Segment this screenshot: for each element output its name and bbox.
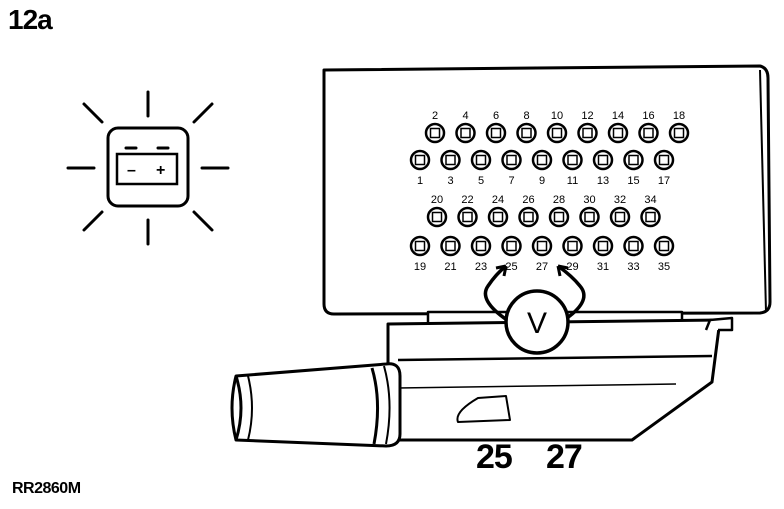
pin-label: 34 — [644, 194, 656, 206]
connector-pin: 25 — [501, 235, 522, 273]
connector-pin: 29 — [562, 235, 583, 273]
connector-pin: 1 — [409, 149, 431, 187]
connector-pin: 7 — [501, 149, 522, 187]
pin-label: 31 — [597, 261, 609, 273]
pin-label: 1 — [417, 175, 423, 187]
pin-label: 17 — [658, 175, 670, 187]
pin-label: 26 — [522, 194, 534, 206]
connector-pin: 26 — [518, 194, 539, 228]
connector-pin: 9 — [531, 149, 553, 187]
pin-label: 9 — [539, 175, 545, 187]
voltmeter-dial — [504, 289, 570, 355]
connector-pin: 31 — [592, 235, 614, 273]
connector-pin: 2 — [424, 110, 446, 144]
callout-pin-27: 27 — [546, 438, 583, 476]
pin-label: 16 — [642, 110, 654, 122]
pin-label: 7 — [508, 175, 514, 187]
battery-warning-lamp — [66, 90, 230, 246]
connector-pin: 27 — [531, 235, 553, 273]
pin-label: 20 — [431, 194, 443, 206]
connector-pin: 34 — [640, 194, 661, 228]
pin-label: 12 — [581, 110, 593, 122]
figure-label: 12a — [8, 4, 53, 35]
connector-pin: 17 — [653, 149, 675, 187]
battery-negative-symbol: – — [127, 162, 136, 179]
lamp-rays — [66, 90, 230, 246]
pin-label: 22 — [461, 194, 473, 206]
pin-label: 8 — [523, 110, 529, 122]
voltmeter — [483, 264, 586, 355]
connector-pin: 21 — [440, 235, 461, 273]
battery-positive-symbol: + — [156, 162, 165, 179]
reference-code: RR2860M — [12, 480, 81, 497]
connector-pin: 16 — [638, 110, 659, 144]
connector-pin: 11 — [562, 149, 583, 187]
pin-label: 29 — [566, 261, 578, 273]
connector-pin: 3 — [440, 149, 461, 187]
connector-pin: 12 — [577, 110, 598, 144]
probe-lead-left — [483, 264, 508, 322]
connector-pin: 10 — [546, 110, 568, 144]
ecu-unit — [230, 64, 772, 448]
connector-pin: 18 — [668, 110, 690, 144]
pin-label: 21 — [444, 261, 456, 273]
cable-sleeve — [230, 362, 402, 448]
connector-pin: 23 — [470, 235, 492, 273]
pin-label: 25 — [505, 261, 517, 273]
pin-label: 11 — [567, 175, 578, 187]
pin-label: 27 — [536, 261, 548, 273]
lamp-frame — [106, 126, 190, 208]
connector-pin: 14 — [607, 110, 629, 144]
connector-pin: 19 — [409, 235, 431, 273]
pin-label: 19 — [414, 261, 426, 273]
voltmeter-symbol: V — [527, 307, 547, 340]
pin-label: 10 — [551, 110, 563, 122]
pin-label: 4 — [462, 110, 468, 122]
connector-pin: 30 — [579, 194, 600, 228]
connector-pin: 35 — [653, 235, 675, 273]
pin-label: 35 — [658, 261, 670, 273]
probe-lead-right — [556, 264, 586, 320]
pin-label: 3 — [447, 175, 453, 187]
pin-label: 18 — [673, 110, 685, 122]
connector-pin: 32 — [609, 194, 631, 228]
connector-pin: 33 — [623, 235, 644, 273]
pin-label: 6 — [493, 110, 499, 122]
battery-icon — [115, 152, 179, 186]
connector-pin: 28 — [548, 194, 570, 228]
connector-pin: 15 — [623, 149, 644, 187]
pin-label: 23 — [475, 261, 487, 273]
pin-label: 28 — [553, 194, 565, 206]
pin-label: 15 — [627, 175, 639, 187]
pin-label: 32 — [614, 194, 626, 206]
connector-pin: 24 — [487, 194, 509, 228]
connector-pin: 22 — [457, 194, 478, 228]
pin-label: 5 — [478, 175, 484, 187]
pin-label: 14 — [612, 110, 624, 122]
callout-pin-25: 25 — [476, 438, 513, 476]
connector-pin: 4 — [455, 110, 476, 144]
pin-label: 24 — [492, 194, 504, 206]
pin-label: 13 — [597, 175, 609, 187]
connector-pin: 13 — [592, 149, 614, 187]
connector-pin: 20 — [426, 194, 448, 228]
pin-label: 30 — [583, 194, 595, 206]
connector-pin: 6 — [485, 110, 507, 144]
connector-pin: 8 — [516, 110, 537, 144]
pin-label: 33 — [627, 261, 639, 273]
pin-label: 2 — [432, 110, 438, 122]
connector-pin: 5 — [470, 149, 492, 187]
ecu-housing — [322, 64, 772, 316]
